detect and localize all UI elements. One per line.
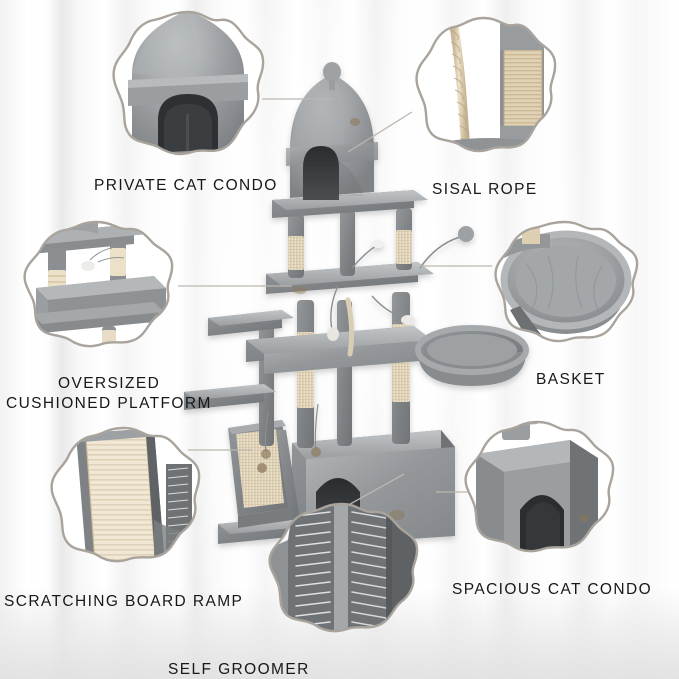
label-spacious-cat-condo: SPACIOUS CAT CONDO [452,581,653,598]
label-sisal-rope: SISAL ROPE [432,181,538,198]
product-top-condo [286,62,378,200]
callout-sisal-rope[interactable] [408,14,560,166]
product-mid-platform [246,326,432,374]
callout-oversized-cushioned-platform[interactable] [14,218,180,364]
product-sisal-posts-upper [288,208,412,278]
product-scratching-ramp [228,420,292,528]
label-oversized-platform-line2: CUSHIONED PLATFORM [6,395,212,412]
product-hammock-basket [415,325,529,386]
self-groomer-brush-icon [269,504,418,632]
label-scratching-board-ramp: SCRATCHING BOARD RAMP [4,593,244,610]
product-toys [261,226,474,459]
hammock-basket-icon [500,222,632,342]
product-top-deck [272,190,428,218]
spacious-condo-box-icon [476,422,598,552]
callout-scratching-board-ramp[interactable] [42,424,206,582]
callout-private-cat-condo[interactable] [108,8,268,168]
callout-spacious-cat-condo[interactable] [458,418,618,572]
label-private-cat-condo: PRIVATE CAT CONDO [94,177,278,194]
label-self-groomer: SELF GROOMER [168,661,310,678]
product-step-platform-left [208,310,294,336]
product-ramp-support [276,430,300,520]
cushioned-platform-icon [32,222,166,347]
connector-sisal-rope [347,111,413,153]
label-basket: BASKET [536,371,606,388]
product-step-platform-left2 [184,384,276,410]
callout-self-groomer[interactable] [262,500,422,650]
callout-basket[interactable] [486,218,644,358]
label-oversized-platform-line1: OVERSIZED [58,375,161,392]
